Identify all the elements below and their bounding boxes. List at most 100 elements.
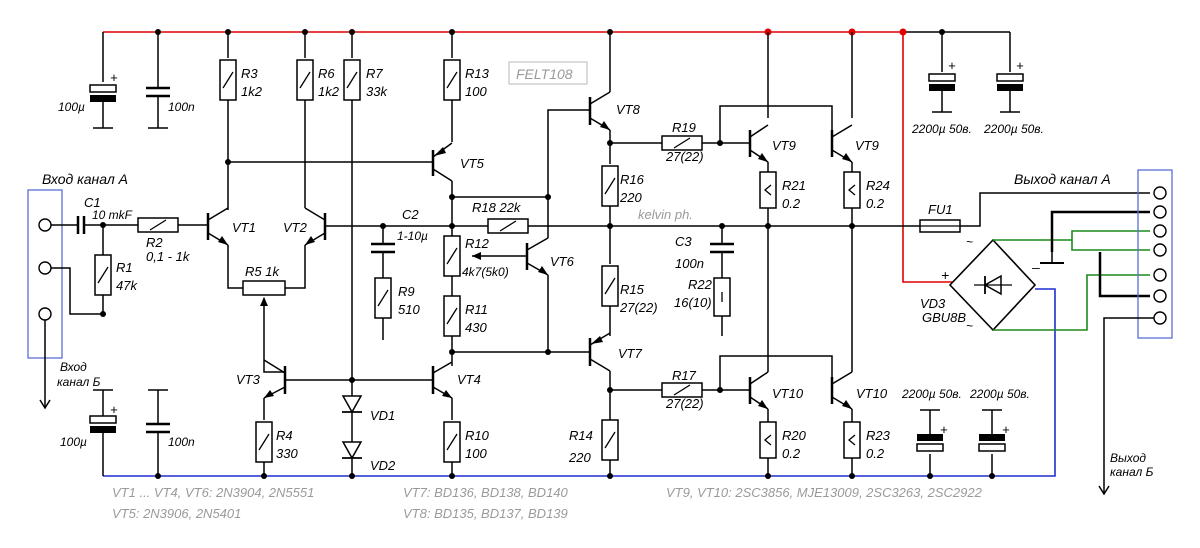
r10-name: R10	[465, 428, 490, 443]
r14-value: 220	[568, 450, 591, 465]
svg-text:+: +	[940, 422, 948, 437]
vt4-label: VT4	[457, 372, 481, 387]
output-connector	[1137, 169, 1173, 339]
r3-name: R3	[241, 66, 258, 81]
vt3	[263, 359, 287, 399]
vd3-value: GBU8B	[922, 310, 966, 325]
c2-name: C2	[402, 207, 419, 222]
r14-name: R14	[569, 428, 593, 443]
vt10-b-label: VT10	[856, 386, 888, 401]
svg-text:~: ~	[966, 235, 973, 249]
cap-2200-a: 2200µ 50в.	[911, 122, 972, 136]
vt3-label: VT3	[236, 372, 261, 387]
vt7-label: VT7	[618, 346, 643, 361]
svg-text:~: ~	[966, 319, 973, 333]
r23-value: 0.2	[866, 446, 885, 461]
c3-value: 100n	[675, 256, 704, 271]
r22-value: 16(10)	[674, 295, 712, 310]
r2-name: R2	[146, 235, 163, 250]
r18-name: R18 22k	[472, 200, 522, 215]
vd1-diode	[341, 395, 363, 414]
cap-bot-left: 100µ	[60, 435, 87, 449]
input-b-arrow	[39, 320, 51, 410]
fu1-name: FU1	[928, 202, 953, 217]
r3-value: 1k2	[241, 84, 263, 99]
r19-name: R19	[672, 120, 696, 135]
r16-value: 220	[619, 190, 642, 205]
r15-value: 27(22)	[619, 300, 658, 315]
svg-text:–: –	[1031, 259, 1040, 275]
c1-capacitor	[76, 216, 86, 234]
r9-value: 510	[398, 302, 420, 317]
vt5	[431, 142, 453, 182]
cap-top-left2: 100n	[168, 100, 195, 114]
svg-text:+: +	[941, 267, 949, 283]
output-a-label: Выход канал А	[1014, 171, 1111, 187]
r19-value: 27(22)	[665, 149, 704, 164]
r24-name: R24	[866, 178, 890, 193]
vd1-name: VD1	[370, 408, 395, 423]
r11-value: 430	[465, 320, 487, 335]
r15-name: R15	[620, 282, 645, 297]
credit: kelvin ph.	[638, 207, 693, 222]
r10-value: 100	[465, 446, 487, 461]
r5-potentiometer	[242, 280, 286, 296]
vd2-name: VD2	[370, 458, 396, 473]
vt9-a	[748, 124, 769, 163]
output-b-label-1: Выход	[1110, 451, 1146, 465]
r20-name: R20	[782, 428, 807, 443]
c3-name: C3	[675, 234, 692, 249]
svg-text:+: +	[110, 70, 118, 85]
r23-name: R23	[866, 428, 891, 443]
svg-text:+: +	[1016, 58, 1024, 73]
input-b-label-1: Вход	[60, 360, 87, 374]
r1-name: R1	[116, 260, 133, 275]
watermark-box	[508, 61, 588, 85]
vt10-a-label: VT10	[772, 386, 804, 401]
vd3-name: VD3	[920, 296, 946, 311]
cap-2200-c: 2200µ 50в.	[901, 387, 962, 401]
r22-name: R22	[688, 277, 713, 292]
input-b-label-2: канал Б	[57, 375, 101, 389]
svg-text:+: +	[1002, 422, 1010, 437]
cap-bot-left2: 100n	[168, 435, 195, 449]
r20-value: 0.2	[782, 446, 801, 461]
c1-value: 10 mkF	[92, 208, 133, 222]
vt8	[588, 91, 611, 131]
legend-line-4: VT8: BD135, BD137, BD139	[403, 506, 568, 521]
vd2-diode	[341, 441, 363, 460]
vt1	[206, 207, 229, 246]
r7-value: 33k	[366, 84, 388, 99]
vt4	[431, 361, 453, 399]
vt1-label: VT1	[232, 220, 256, 235]
r4-value: 330	[276, 446, 298, 461]
r1-value: 47k	[116, 278, 138, 293]
r2-value: 0,1 - 1k	[146, 249, 191, 264]
vt6	[525, 237, 549, 276]
vt5-label: VT5	[460, 156, 485, 171]
r5-name: R5 1k	[245, 264, 280, 279]
r9-name: R9	[398, 284, 415, 299]
r21-value: 0.2	[782, 196, 801, 211]
vt7	[588, 332, 611, 372]
r21-name: R21	[782, 178, 806, 193]
vt2-label: VT2	[283, 220, 308, 235]
r16-name: R16	[620, 172, 645, 187]
vt2	[304, 207, 327, 246]
input-a-label: Вход канал А	[42, 171, 128, 187]
r24-value: 0.2	[866, 196, 885, 211]
r12-value: 4k7(5k0)	[462, 265, 509, 279]
legend-line-2: VT5: 2N3906, 2N5401	[112, 506, 241, 521]
r11-name: R11	[465, 302, 488, 317]
r4-name: R4	[276, 428, 293, 443]
r13-value: 100	[465, 84, 487, 99]
cap-top-left: 100µ	[58, 100, 85, 114]
legend-line-3: VT7: BD136, BD138, BD140	[403, 485, 569, 500]
r6-value: 1k2	[318, 84, 340, 99]
r13-name: R13	[465, 66, 490, 81]
r6-name: R6	[318, 66, 335, 81]
svg-text:+: +	[948, 58, 956, 73]
negative-rail	[103, 288, 1056, 477]
cap-2200-b: 2200µ 50в.	[983, 122, 1044, 136]
